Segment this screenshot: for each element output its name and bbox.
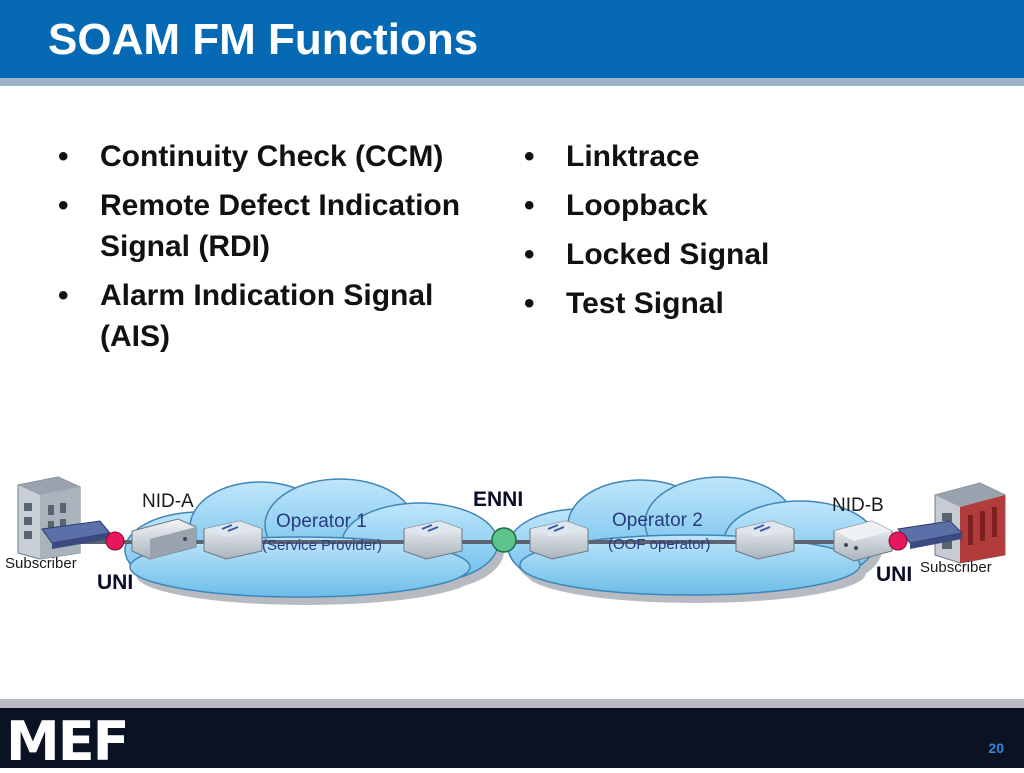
bullet-dot: • [58,140,69,173]
subscriber-building-right-icon [897,482,1006,564]
subscriber-left-label: Subscriber [5,555,77,572]
bullet-text: Loopback [566,189,708,222]
bullet-text: Continuity Check (CCM) [100,140,444,173]
switch-icon [735,520,795,560]
nid-a-device-icon [131,518,197,560]
footer-divider [0,699,1024,708]
bullet-list-left: • Continuity Check (CCM) • Remote Defect I… [58,136,508,365]
bullet-item: • Loopback [524,185,854,226]
bullet-text: Locked Signal [566,238,770,271]
bullet-dot: • [58,279,69,312]
nid-b-device-icon [833,520,893,562]
slide-header: SOAM FM Functions [0,0,1024,78]
page-number: 20 [988,740,1004,756]
bullet-dot: • [58,189,69,222]
uni-right-point-icon [888,531,908,551]
mef-logo: MEF [6,710,130,773]
bullet-item: • Locked Signal [524,234,854,275]
bullet-text: Alarm Indication Signal (AIS) [100,279,434,353]
bullet-item: • Alarm Indication Signal (AIS) [58,275,508,357]
bullet-dot: • [524,140,535,173]
bullet-text: Linktrace [566,140,700,173]
slide-footer: MEF 20 [0,708,1024,773]
nid-b-label: NID-B [832,495,884,516]
bullet-item: • Linktrace [524,136,854,177]
bullet-list-right: • Linktrace • Loopback • Locked Signal • Tes… [524,136,854,332]
operator1-role: (Service Provider) [262,537,383,554]
bullet-dot: • [524,189,535,222]
bullet-dot: • [524,287,535,320]
enni-point-icon [491,527,517,553]
uni-left-label: UNI [97,571,134,594]
operator2-name: Operator 2 [612,510,703,531]
bullet-item: • Remote Defect Indication Signal (RDI) [58,185,508,267]
operator2-role: (OOF operator) [608,536,711,553]
uni-left-point-icon [105,531,125,551]
switch-icon [403,520,463,560]
bullet-item: • Continuity Check (CCM) [58,136,508,177]
subscriber-building-left-icon [17,476,111,560]
network-diagram: NID-A NID-B ENNI UNI UNI Subscriber Subs… [0,455,1024,625]
bullet-text: Test Signal [566,287,724,320]
bullet-item: • Test Signal [524,283,854,324]
slide-title: SOAM FM Functions [48,15,479,64]
operator1-name: Operator 1 [276,511,367,532]
switch-icon [203,520,263,560]
bullet-dot: • [524,238,535,271]
switch-icon [529,520,589,560]
bullet-text: Remote Defect Indication Signal (RDI) [100,189,461,263]
uni-right-label: UNI [876,563,913,586]
header-divider [0,78,1024,86]
network-diagram-graphic [17,476,1006,605]
nid-a-label: NID-A [142,491,194,512]
subscriber-right-label: Subscriber [920,559,992,576]
enni-label: ENNI [473,488,524,511]
